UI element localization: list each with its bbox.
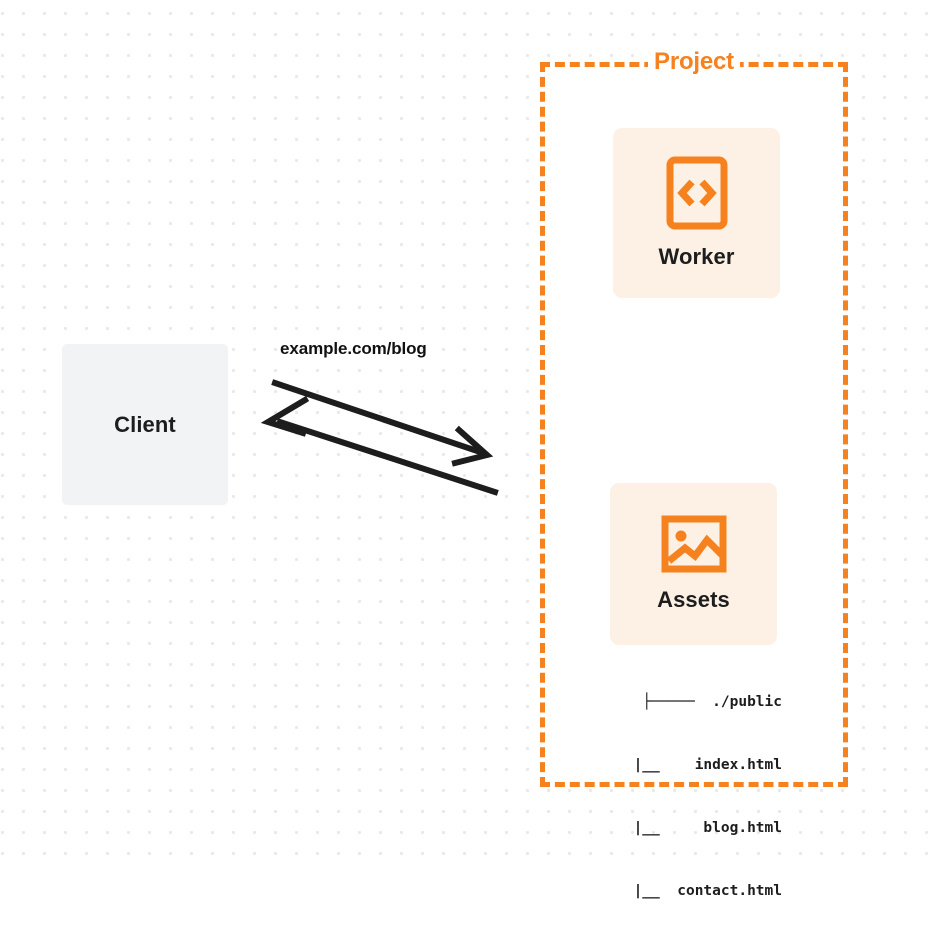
- asset-file-tree: ├───── ./public |__ index.html |__ blog.…: [560, 650, 782, 944]
- image-icon: [661, 515, 727, 573]
- request-url-label: example.com/blog: [280, 339, 427, 358]
- client-node: Client: [62, 344, 228, 505]
- assets-node: Assets: [610, 483, 777, 645]
- file-tree-line: |__ blog.html: [607, 820, 782, 836]
- connection-arrows: [250, 360, 510, 515]
- file-tree-line: ├───── ./public: [642, 694, 782, 710]
- code-brackets-icon: [666, 156, 728, 230]
- file-tree-line: |__ contact.html: [607, 883, 782, 899]
- worker-node: Worker: [613, 128, 780, 298]
- assets-label: Assets: [657, 587, 730, 612]
- file-tree-line: |__ index.html: [607, 757, 782, 773]
- client-label: Client: [114, 411, 176, 437]
- diagram-canvas: Client example.com/blog Project: [0, 0, 938, 899]
- worker-label: Worker: [658, 244, 735, 269]
- response-arrow: [260, 395, 499, 496]
- request-arrow: [271, 379, 494, 467]
- project-title: Project: [648, 48, 740, 76]
